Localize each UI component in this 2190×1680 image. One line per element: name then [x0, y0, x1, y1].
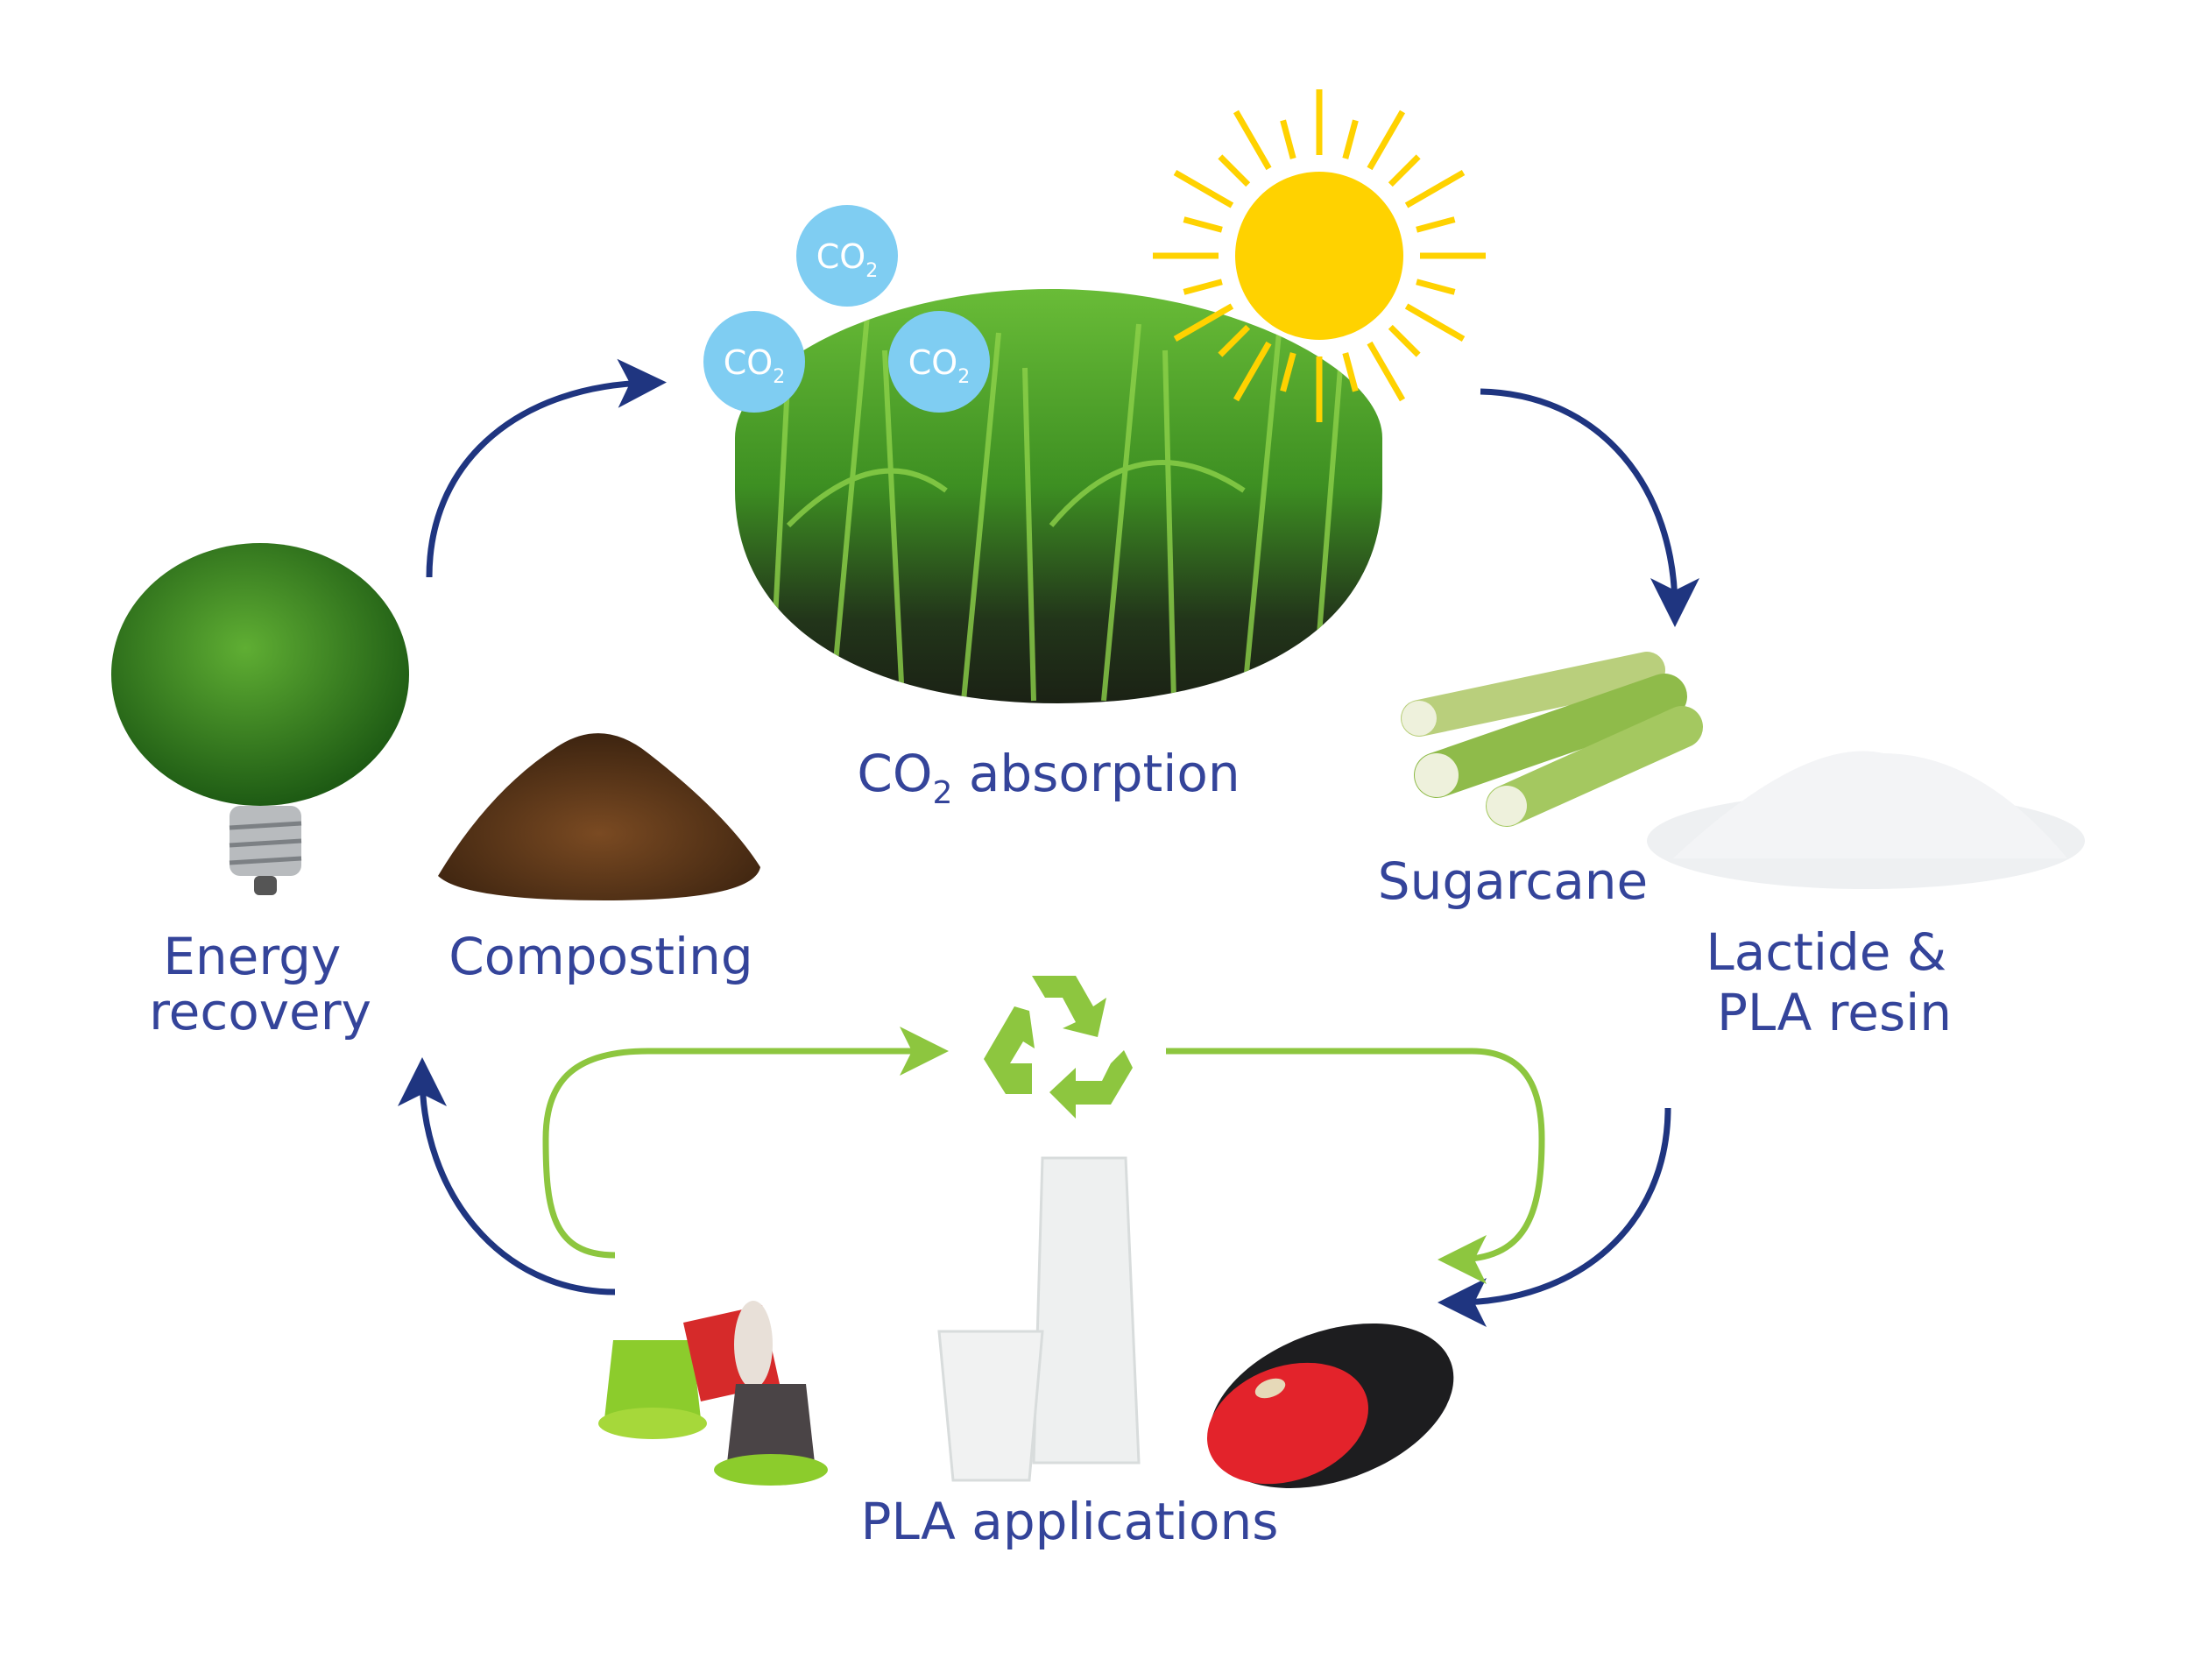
svg-text:CO2: CO2	[816, 237, 878, 282]
arrow-recycle-right	[1166, 1048, 1545, 1284]
sun-ray	[1388, 324, 1421, 357]
sun-ray	[1218, 154, 1251, 187]
sun-ray	[1173, 169, 1234, 208]
lactide-pla-resin-label: Lactide & PLA resin	[1706, 922, 1962, 1042]
plastic-cups-image	[937, 1156, 1141, 1482]
sun-ray	[1367, 109, 1406, 171]
arrow-energy-to-co2	[426, 358, 667, 578]
arrow-recycle-left	[542, 1027, 949, 1259]
arrow-applications-to-energy	[398, 1057, 616, 1295]
recycle-icon	[984, 976, 1133, 1119]
sun-ray	[1280, 119, 1296, 159]
co2-bubble: CO2	[888, 311, 990, 413]
sun-ray	[1183, 216, 1223, 233]
sun-ray	[1416, 279, 1456, 295]
pla-applications-label: PLA applications	[861, 1492, 1279, 1551]
svg-text:CO2: CO2	[724, 343, 785, 388]
sun-ray	[1404, 303, 1466, 342]
tree-lightbulb-image	[111, 543, 409, 895]
sun-ray	[1280, 352, 1296, 392]
energy-recovery-label: Energy recovery	[149, 927, 371, 1041]
arrow-co2-to-sugarcane	[1480, 388, 1699, 627]
sun-ray	[1233, 341, 1272, 402]
coffee-capsules-image	[598, 1301, 828, 1486]
composting-label: Composting	[449, 927, 752, 986]
sun-icon	[1153, 89, 1486, 422]
sugarcane-label: Sugarcane	[1378, 851, 1648, 911]
sun-ray	[1388, 154, 1421, 187]
sugarcane-stalks-image	[1401, 652, 1703, 827]
co2-bubble: CO2	[703, 311, 805, 413]
sun-ray	[1173, 303, 1234, 342]
arrow-resin-to-applications	[1438, 1107, 1671, 1327]
sun-ray	[1342, 119, 1359, 159]
compost-pile-image	[438, 733, 760, 900]
sun-ray	[1416, 216, 1456, 233]
sun-ray	[1183, 279, 1223, 295]
sun-ray	[1233, 109, 1272, 171]
co2-absorption-label: CO2 absorption	[857, 744, 1240, 811]
sun-ray	[1404, 169, 1466, 208]
sun-ray	[1342, 352, 1359, 392]
sun-ray	[1218, 324, 1251, 357]
computer-mouse-image	[1207, 1323, 1454, 1489]
sun-ray	[1367, 341, 1406, 402]
pla-resin-powder-image	[1647, 751, 2085, 889]
svg-text:CO2: CO2	[908, 343, 970, 388]
co2-bubble: CO2	[796, 205, 898, 307]
